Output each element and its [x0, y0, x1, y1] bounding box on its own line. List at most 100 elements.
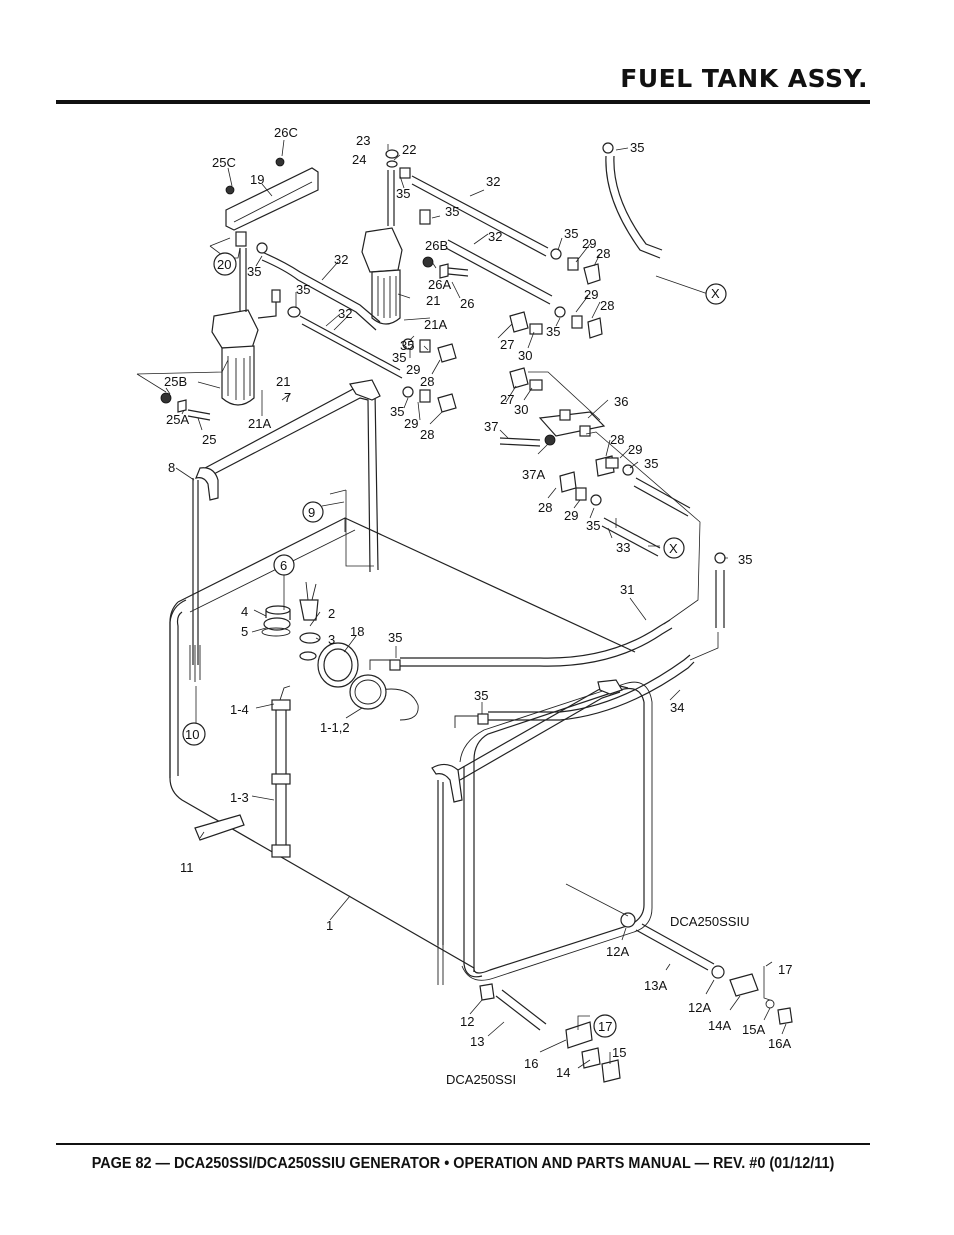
label-1-1-2: 1-1,2: [320, 720, 350, 735]
label-25b: 25B: [164, 374, 187, 389]
sender-parts: [261, 581, 387, 710]
callout-x-bottom: [663, 537, 685, 559]
label-8: 8: [168, 460, 175, 475]
label-14a: 14A: [708, 1018, 731, 1033]
label-35-m: 35: [738, 552, 752, 567]
label-27-a: 27: [500, 337, 514, 352]
page-title: FUEL TANK ASSY.: [620, 64, 868, 93]
label-28-f: 28: [538, 500, 552, 515]
label-x-top: X: [711, 286, 720, 301]
label-35-h: 35: [546, 324, 560, 339]
bracket-19: [225, 157, 319, 231]
label-29-d: 29: [404, 416, 418, 431]
label-25: 25: [202, 432, 216, 447]
callout-20: [213, 252, 237, 276]
fittings: [160, 142, 793, 1083]
label-3: 3: [328, 632, 335, 647]
label-35-g: 35: [400, 338, 414, 353]
label-35-j: 35: [390, 404, 404, 419]
label-30-a: 30: [518, 348, 532, 363]
label-15: 15: [612, 1045, 626, 1060]
label-19: 19: [250, 172, 264, 187]
label-30-b: 30: [514, 402, 528, 417]
label-11: 11: [180, 860, 194, 875]
label-21a-b: 21A: [248, 416, 271, 431]
label-13a: 13A: [644, 978, 667, 993]
label-37: 37: [484, 419, 498, 434]
label-13: 13: [470, 1034, 484, 1049]
sight-gauge: [194, 685, 291, 858]
label-32-c: 32: [334, 252, 348, 267]
label-29-c: 29: [406, 362, 420, 377]
label-35-a: 35: [630, 140, 644, 155]
label-9: 9: [308, 505, 315, 520]
label-28-e: 28: [610, 432, 624, 447]
label-x-bottom: X: [669, 541, 678, 556]
header-rule: [56, 100, 870, 104]
label-20: 20: [217, 257, 231, 272]
callout-circles: [182, 252, 727, 1038]
label-35-i: 35: [392, 350, 406, 365]
label-26b: 26B: [425, 238, 448, 253]
footer-rule: [56, 1143, 870, 1145]
fuel-filters: [211, 170, 403, 406]
label-29-e: 29: [628, 442, 642, 457]
label-18: 18: [350, 624, 364, 639]
label-25c: 25C: [212, 155, 236, 170]
label-35-b: 35: [396, 186, 410, 201]
label-33: 33: [616, 540, 630, 555]
label-12: 12: [460, 1014, 474, 1029]
label-23: 23: [356, 133, 370, 148]
label-6: 6: [280, 558, 287, 573]
page-footer: PAGE 82 — DCA250SSI/DCA250SSIU GENERATOR…: [91, 1155, 835, 1172]
label-29-f: 29: [564, 508, 578, 523]
callout-17: [593, 1014, 617, 1038]
label-12a-a: 12A: [606, 944, 629, 959]
callout-6: [273, 554, 295, 576]
part-labels: 26C 23 22 24 35 25C 19 35 32 35 26B 32 3…: [164, 125, 792, 1087]
label-35-e: 35: [247, 264, 261, 279]
tank-straps: [189, 379, 629, 985]
label-26: 26: [460, 296, 474, 311]
label-34: 34: [670, 700, 684, 715]
label-31: 31: [620, 582, 634, 597]
label-36: 36: [614, 394, 628, 409]
label-22: 22: [402, 142, 416, 157]
label-1: 1: [326, 918, 333, 933]
label-16: 16: [524, 1056, 538, 1071]
label-14: 14: [556, 1065, 570, 1080]
label-29-a: 29: [582, 236, 596, 251]
label-35-d: 35: [564, 226, 578, 241]
label-35-o: 35: [474, 688, 488, 703]
label-32-d: 32: [338, 306, 352, 321]
label-17-a: 17: [778, 962, 792, 977]
label-5: 5: [241, 624, 248, 639]
label-21-a: 21: [426, 293, 440, 308]
label-25a: 25A: [166, 412, 189, 427]
label-35-l: 35: [586, 518, 600, 533]
label-12a-b: 12A: [688, 1000, 711, 1015]
label-4: 4: [241, 604, 248, 619]
label-37a: 37A: [522, 467, 545, 482]
label-26c: 26C: [274, 125, 298, 140]
label-1-3: 1-3: [230, 790, 249, 805]
label-35-c: 35: [445, 204, 459, 219]
fuel-hoses: [261, 155, 725, 1031]
label-35-k: 35: [644, 456, 658, 471]
label-2: 2: [328, 606, 335, 621]
label-29-b: 29: [584, 287, 598, 302]
label-28-a: 28: [596, 246, 610, 261]
label-32-a: 32: [486, 174, 500, 189]
label-21a-a: 21A: [424, 317, 447, 332]
label-35-n: 35: [388, 630, 402, 645]
label-26a: 26A: [428, 277, 451, 292]
label-21-b: 21: [276, 374, 290, 389]
variant-dca250ssiu: DCA250SSIU: [670, 914, 749, 929]
callout-x-top: [705, 283, 727, 305]
callout-9: [302, 501, 324, 523]
label-17-b: 17: [598, 1019, 612, 1034]
label-16a: 16A: [768, 1036, 791, 1051]
label-1-4: 1-4: [230, 702, 249, 717]
label-32-b: 32: [488, 229, 502, 244]
